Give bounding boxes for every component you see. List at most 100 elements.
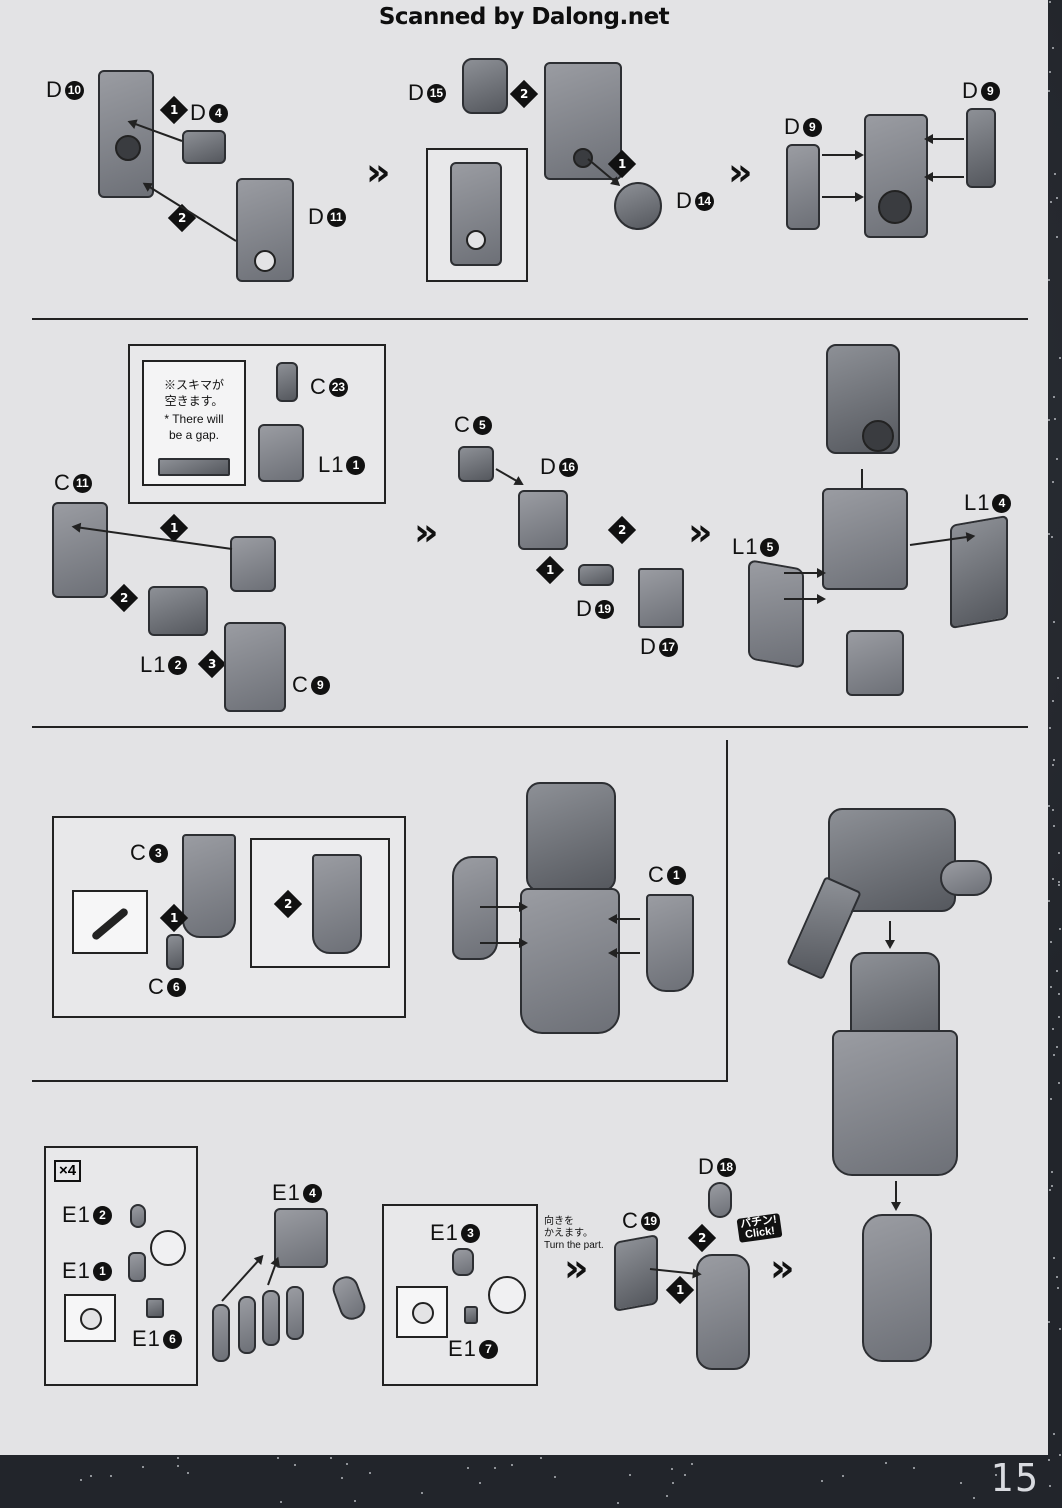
star-dot: [80, 1479, 82, 1481]
step-marker-1: 1: [159, 95, 189, 125]
section-divider-2: [32, 726, 1028, 728]
star-dot: [1059, 357, 1061, 359]
turn-note-jp-1: 向きを: [544, 1216, 574, 1227]
assembly-arrow: [143, 182, 237, 242]
star-dot: [1052, 481, 1054, 483]
assembly-arrow: [480, 938, 528, 948]
turn-note-jp-2: かえます。: [544, 1228, 593, 1239]
star-dot: [1048, 279, 1050, 281]
turn-note-en: Turn the part.: [544, 1240, 604, 1251]
part-e14: [274, 1208, 328, 1268]
star-dot: [1059, 928, 1061, 930]
assembly-arrow: [895, 1181, 897, 1209]
star-dot: [346, 1463, 348, 1465]
part-block: [846, 630, 904, 696]
star-dot: [1051, 1171, 1053, 1173]
assembly-arrow: [926, 138, 964, 140]
thumb-part: [329, 1272, 369, 1324]
part-c9: [224, 622, 286, 712]
part-d10: [98, 70, 154, 198]
star-dot: [1053, 825, 1055, 827]
star-dot: [1056, 1276, 1058, 1278]
star-dot: [973, 1497, 975, 1499]
star-dot: [1052, 764, 1054, 766]
star-dot: [1049, 1189, 1051, 1191]
part-c11: [52, 502, 108, 598]
star-dot: [684, 1474, 686, 1476]
part-e11: [128, 1252, 146, 1282]
next-step-arrow: »: [770, 1246, 794, 1290]
star-dot: [1049, 71, 1051, 73]
star-dot: [1056, 458, 1058, 460]
part-e12: [130, 1204, 146, 1228]
step-marker-2: 2: [509, 79, 539, 109]
assembly-arrow: [495, 468, 523, 485]
finger-1: [212, 1304, 230, 1362]
star-dot: [494, 1467, 496, 1469]
c3-detail-box: 2: [250, 838, 390, 968]
star-dot: [629, 1474, 631, 1476]
step-marker-1: 1: [535, 555, 565, 585]
star-dot: [995, 1474, 997, 1476]
star-dot: [341, 1477, 343, 1479]
section-divider-3: [32, 1080, 728, 1082]
star-dot: [1052, 878, 1054, 880]
star-dot: [1050, 986, 1052, 988]
subassembly-hole: [862, 420, 894, 452]
step-marker-2: 2: [687, 1223, 717, 1253]
no-cut-icon: [150, 1230, 186, 1266]
click-badge: パチン!Click!: [736, 1213, 783, 1243]
star-dot: [1057, 1287, 1059, 1289]
section-divider-vertical: [726, 740, 728, 1080]
detail-hole: [466, 230, 486, 250]
star-dot: [1050, 201, 1052, 203]
star-dot: [1053, 396, 1055, 398]
step-marker-2: 2: [273, 889, 303, 919]
hand-assembly: [696, 1254, 750, 1370]
star-dot: [1049, 1, 1051, 3]
star-dot: [1058, 1016, 1060, 1018]
assembly-arrow: [267, 1258, 279, 1286]
star-dot: [1054, 418, 1056, 420]
gap-note-en-2: be a gap.: [168, 428, 220, 442]
star-dot: [1053, 759, 1055, 761]
part-c19: [614, 1234, 658, 1312]
assembly-arrow: [610, 918, 640, 920]
part-e16: [146, 1298, 164, 1318]
star-dot: [540, 1457, 542, 1459]
gap-note-en-1: * There will: [164, 412, 224, 426]
star-dot: [369, 1472, 371, 1474]
scan-credit: Scanned by Dalong.net: [378, 4, 670, 30]
assembly-arrow: [784, 594, 826, 604]
part-d14: [614, 182, 662, 230]
nipper-tool-icon: [90, 906, 130, 942]
star-dot: [1054, 173, 1056, 175]
part-c23: [276, 362, 298, 402]
star-dot: [960, 1482, 962, 1484]
star-dot: [913, 1467, 915, 1469]
star-dot: [110, 1475, 112, 1477]
part-d19: [578, 564, 614, 586]
assembly-arrow: [784, 568, 826, 578]
star-dot: [479, 1482, 481, 1484]
star-dot: [142, 1466, 144, 1468]
part-l1-2: [148, 586, 208, 636]
torso-upper: [526, 782, 616, 892]
subassembly-lower: [822, 488, 908, 590]
assembly-arrow: [926, 176, 964, 178]
star-dot: [1050, 1098, 1052, 1100]
star-dot: [1052, 47, 1054, 49]
